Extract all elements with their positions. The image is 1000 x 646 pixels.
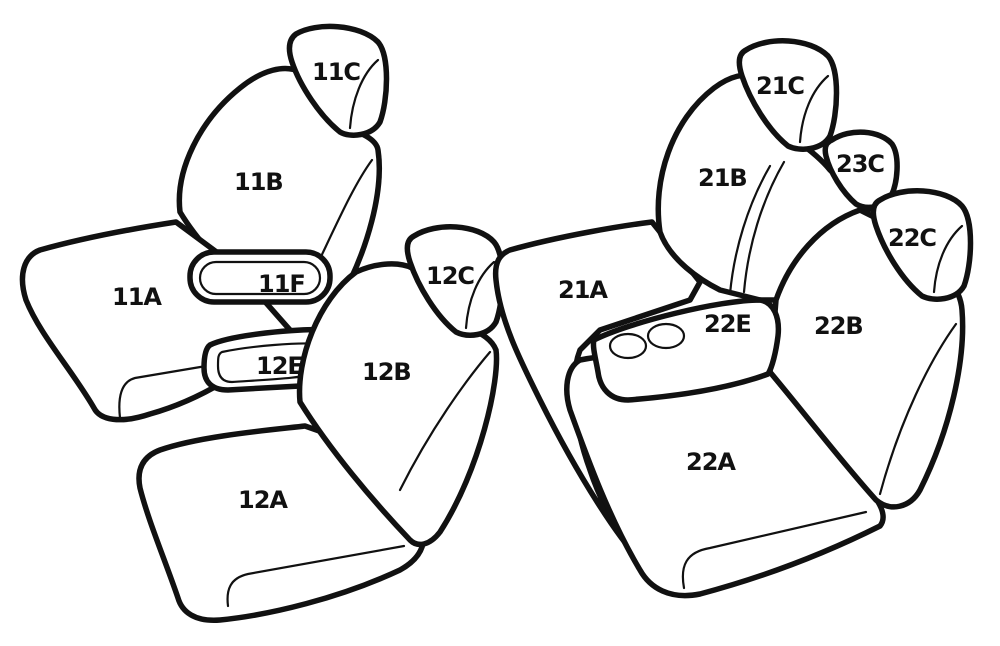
part-11C-seam [348, 58, 380, 130]
part-21B-seam-b [728, 164, 772, 296]
cup-holder-left [608, 332, 648, 360]
part-12B-backrest [296, 261, 500, 548]
rear-bench-seat [492, 38, 974, 599]
part-11A-seam [118, 360, 232, 420]
part-22C-headrest [870, 188, 974, 302]
part-22C-seam [932, 224, 964, 294]
part-labels: 11C 11B 11A 11F 12E 12C 12B 12A 21C 21B … [112, 58, 937, 514]
label-12B: 12B [362, 358, 411, 386]
part-12B-seam [398, 350, 492, 492]
part-11F-inner [198, 260, 322, 296]
part-22B-seam [878, 322, 958, 496]
label-21A: 21A [558, 276, 608, 304]
label-22B: 22B [814, 312, 863, 340]
label-21B: 21B [698, 164, 747, 192]
front-left-seat [19, 23, 390, 423]
label-23C: 23C [836, 150, 884, 178]
part-21C-seam [798, 74, 830, 144]
part-22E-console [590, 297, 782, 403]
label-21C: 21C [756, 72, 804, 100]
label-11C: 11C [312, 58, 360, 86]
label-12C: 12C [426, 262, 474, 290]
part-11C-headrest [286, 23, 390, 138]
label-12E: 12E [256, 352, 303, 380]
cup-holder-right [646, 322, 686, 350]
part-12C-headrest [404, 224, 506, 338]
label-22E: 22E [704, 310, 751, 338]
label-22C: 22C [888, 224, 936, 252]
part-12C-seam [464, 260, 496, 330]
label-11A: 11A [112, 283, 162, 311]
label-11B: 11B [234, 168, 283, 196]
part-21B-seam-a [742, 160, 786, 294]
part-12A-seam [226, 544, 406, 608]
front-right-seat [136, 224, 506, 623]
part-12E-inner [216, 342, 326, 384]
part-11F-armrest [187, 249, 333, 305]
label-22A: 22A [686, 448, 736, 476]
label-11F: 11F [258, 270, 305, 298]
part-22A-seam [681, 510, 868, 590]
label-12A: 12A [238, 486, 288, 514]
part-21C-headrest [736, 38, 840, 152]
